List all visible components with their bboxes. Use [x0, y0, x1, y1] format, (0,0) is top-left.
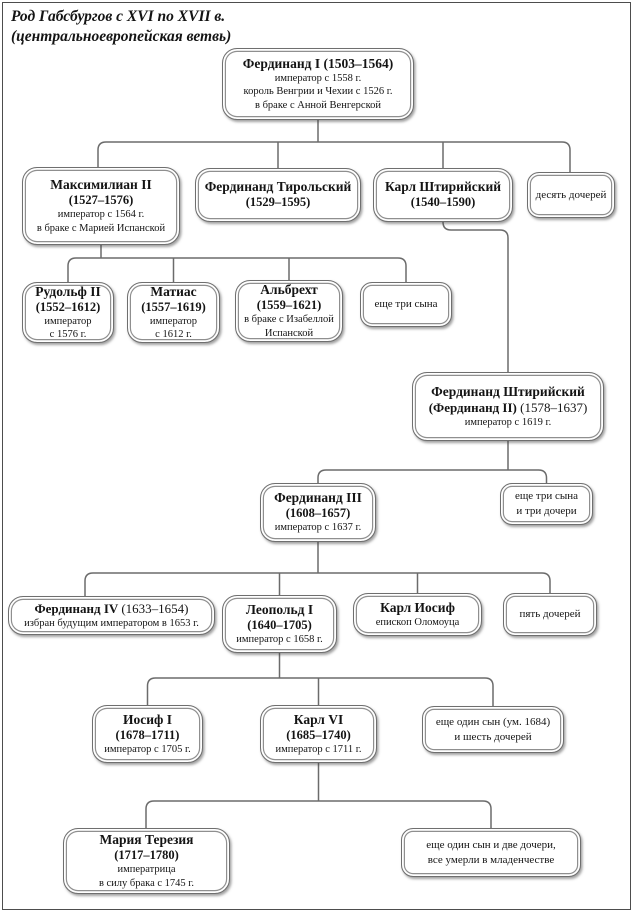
- person-name: Мария Терезия: [99, 832, 194, 848]
- person-detail: Испанской: [264, 327, 314, 339]
- person-name-years: Фердинанд I (1503–1564): [243, 56, 393, 72]
- person-name: Фердинанд Штирийский: [431, 384, 585, 400]
- chart-title: Род Габсбургов с XVI по XVII в. (централ…: [11, 7, 231, 48]
- chart-title-line2: (центральноевропейская ветвь): [11, 28, 232, 46]
- chart-title-line1: Род Габсбургов с XVI по XVII в.: [11, 8, 226, 25]
- node-ferdinand-ii-stirisky: Фердинанд Штирийский (Фердинанд II) (157…: [412, 372, 604, 441]
- person-detail: император с 1637 г.: [274, 522, 362, 534]
- person-detail: император: [44, 315, 92, 327]
- person-name: Фердинанд I: [242, 56, 321, 72]
- life-years: (1685–1740): [286, 727, 351, 742]
- node-iosif-i: Иосиф I (1678–1711) император с 1705 г.: [92, 705, 203, 763]
- person-name: Фердинанд III: [274, 490, 362, 506]
- person-name-years: Фердинанд IV (1633–1654): [34, 601, 188, 616]
- node-maximilian-ii: Максимилиан II (1527–1576) император с 1…: [22, 167, 180, 245]
- life-years: (1578–1637): [520, 400, 588, 416]
- node-five-daughters: пять дочерей: [503, 593, 597, 636]
- node-maria-theresia: Мария Терезия (1717–1780) императрица в …: [63, 828, 230, 894]
- person-detail: с 1612 г.: [155, 329, 192, 341]
- person-name: Карл Штирийский: [384, 179, 502, 195]
- page-border: [2, 2, 631, 910]
- person-detail: император с 1619 г.: [464, 416, 552, 428]
- person-detail: в браке с Изабеллой: [244, 314, 334, 326]
- life-years: (1559–1621): [256, 298, 322, 313]
- life-years: (1540–1590): [410, 195, 476, 210]
- node-three-sons-three-daughters: еще три сына и три дочери: [500, 483, 593, 525]
- node-three-more-sons: еще три сына: [360, 282, 452, 327]
- note-text: все умерли в младенчестве: [427, 853, 555, 866]
- life-years: (1717–1780): [114, 848, 179, 863]
- node-ferdinand-tirolsky: Фердинанд Тирольский (1529–1595): [195, 168, 361, 222]
- person-name: Карл VI: [293, 711, 344, 727]
- life-years: (1633–1654): [121, 601, 189, 617]
- life-years: (1678–1711): [115, 727, 180, 742]
- person-detail: избран будущим императором в 1653 г.: [24, 617, 199, 629]
- node-ten-daughters: десять дочерей: [527, 172, 615, 218]
- person-detail: в браке с Марией Испанской: [36, 222, 166, 234]
- node-matias: Матиас (1557–1619) император с 1612 г.: [127, 282, 220, 343]
- life-years: (1608–1657): [285, 506, 351, 521]
- note-text: еще один сын и две дочери,: [426, 838, 556, 851]
- life-years: (1557–1619): [141, 299, 206, 314]
- node-ferdinand-iii: Фердинанд III (1608–1657) император с 16…: [260, 483, 376, 542]
- person-name: Иосиф I: [123, 711, 172, 727]
- person-detail: в браке с Анной Венгерской: [254, 99, 382, 111]
- node-ferdinand-i: Фердинанд I (1503–1564) император с 1558…: [222, 48, 414, 120]
- node-one-son-six-daughters: еще один сын (ум. 1684) и шесть дочерей: [422, 706, 564, 753]
- person-name: Карл Иосиф: [380, 599, 455, 615]
- person-detail: император с 1658 г.: [236, 633, 323, 645]
- person-altname: (Фердинанд II): [428, 400, 517, 416]
- life-years: (1552–1612): [35, 299, 101, 314]
- person-detail: император с 1564 г.: [57, 209, 145, 221]
- person-detail: епископ Оломоуца: [375, 616, 460, 628]
- note-text: и шесть дочерей: [454, 730, 532, 743]
- node-albrecht: Альбрехт (1559–1621) в браке с Изабеллой…: [235, 280, 343, 342]
- person-name: Матиас: [150, 283, 197, 299]
- life-years: (1503–1564): [323, 56, 394, 72]
- person-name: Леопольд I: [245, 601, 314, 617]
- person-name: Фердинанд IV: [34, 601, 119, 617]
- node-ferdinand-iv: Фердинанд IV (1633–1654) избран будущим …: [8, 596, 215, 635]
- person-name: Рудольф II: [35, 283, 101, 299]
- person-detail: императрица: [117, 864, 176, 876]
- node-one-son-two-daughters: еще один сын и две дочери, все умерли в …: [401, 828, 581, 877]
- life-years: (1527–1576): [68, 193, 134, 208]
- person-detail: император с 1705 г.: [104, 743, 191, 755]
- note-text: и три дочери: [516, 505, 577, 517]
- node-rudolf-ii: Рудольф II (1552–1612) император с 1576 …: [22, 282, 114, 343]
- person-detail: с 1576 г.: [49, 329, 87, 341]
- note-text: еще один сын (ум. 1684): [435, 715, 551, 728]
- note-text: еще три сына: [374, 298, 438, 311]
- node-karl-vi: Карл VI (1685–1740) император с 1711 г.: [260, 705, 377, 763]
- person-detail: император: [149, 315, 198, 327]
- life-years: (1640–1705): [247, 617, 312, 632]
- note-text: еще три сына: [514, 490, 579, 503]
- person-altname-years: (Фердинанд II) (1578–1637): [429, 400, 588, 415]
- person-detail: король Венгрии и Чехии с 1526 г.: [243, 86, 393, 98]
- node-karl-iosif: Карл Иосиф епископ Оломоуца: [353, 593, 482, 636]
- note-text: десять дочерей: [535, 188, 607, 201]
- person-detail: в силу брака с 1745 г.: [98, 877, 195, 889]
- person-name: Фердинанд Тирольский: [204, 179, 352, 195]
- node-leopold-i: Леопольд I (1640–1705) император с 1658 …: [222, 595, 337, 653]
- note-text: пять дочерей: [519, 608, 581, 621]
- person-detail: император с 1711 г.: [275, 743, 362, 755]
- node-karl-stirisky: Карл Штирийский (1540–1590): [373, 168, 513, 222]
- person-detail: император с 1558 г.: [274, 73, 362, 85]
- person-name: Максимилиан II: [50, 177, 152, 193]
- person-name: Альбрехт: [260, 282, 318, 298]
- life-years: (1529–1595): [245, 195, 311, 210]
